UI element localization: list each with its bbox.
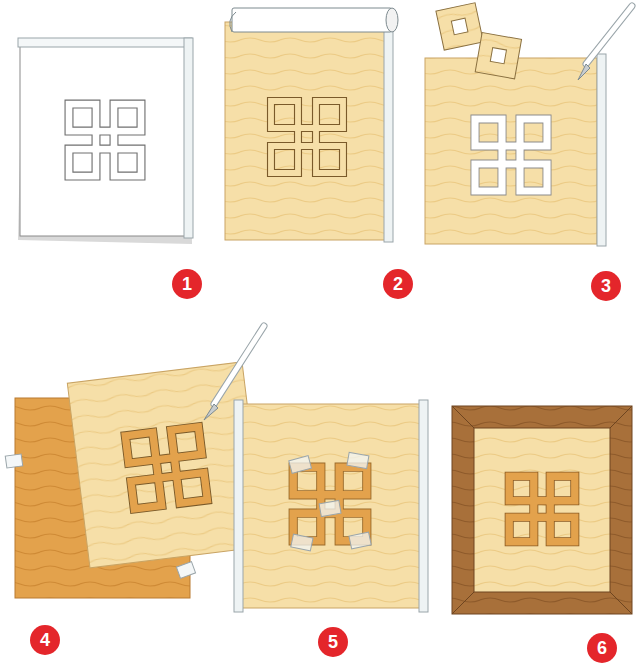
callout-number: 1 bbox=[182, 275, 192, 293]
callout-number: 6 bbox=[597, 639, 607, 657]
callout-number: 4 bbox=[40, 631, 50, 649]
step-3-drawing bbox=[425, 3, 632, 246]
step-number-circle: 4 bbox=[30, 625, 60, 655]
callout-number: 3 bbox=[601, 277, 611, 295]
step-4-drawing bbox=[5, 326, 264, 598]
callout-number: 2 bbox=[393, 275, 403, 293]
step-number-circle: 3 bbox=[591, 271, 621, 301]
step-1-drawing bbox=[18, 38, 193, 244]
step-2-drawing bbox=[225, 8, 398, 242]
callout-number: 5 bbox=[328, 633, 338, 651]
step-number-circle: 1 bbox=[172, 269, 202, 299]
step-number-circle: 2 bbox=[383, 269, 413, 299]
step-number-circle: 5 bbox=[318, 627, 348, 657]
step-5-drawing bbox=[234, 400, 428, 612]
step-number-circle: 6 bbox=[587, 633, 617, 663]
step-6-drawing bbox=[452, 406, 632, 614]
